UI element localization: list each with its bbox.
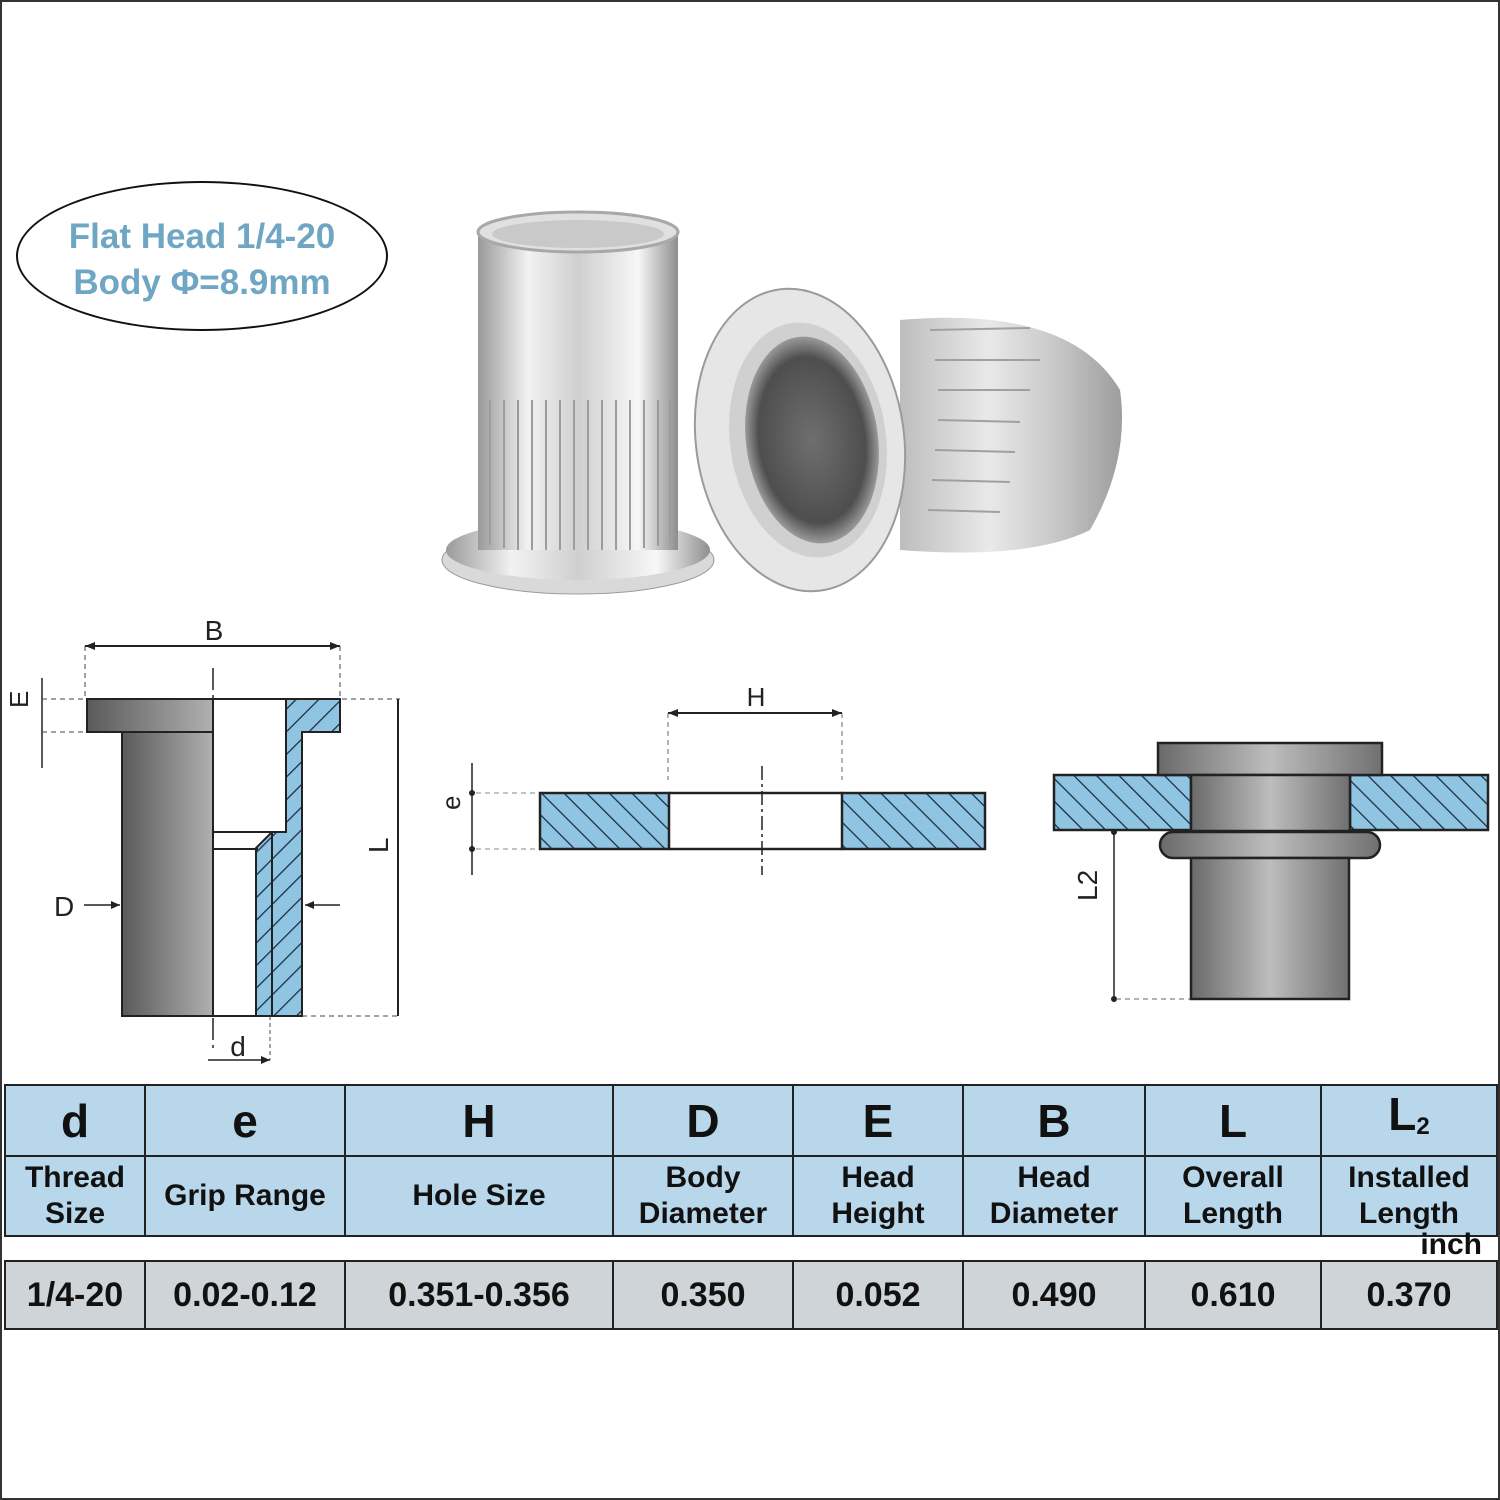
col-hole-size: Hole Size [344, 1155, 614, 1237]
value-body-diameter: 0.350 [612, 1260, 794, 1330]
symbol-d: d [4, 1084, 146, 1157]
value-head-diameter: 0.490 [962, 1260, 1146, 1330]
callout-title: Flat Head 1/4-20 [68, 217, 336, 256]
label-L: L [363, 837, 394, 853]
rivet-nut-standing [441, 210, 715, 595]
value-installed-length: 0.370 [1320, 1260, 1498, 1330]
symbol-E: E [792, 1084, 964, 1157]
value-head-height: 0.052 [792, 1260, 964, 1330]
symbol-L2-subscript: 2 [1416, 1113, 1430, 1140]
label-d: d [230, 1031, 246, 1062]
label-L2: L2 [1072, 870, 1103, 901]
symbol-B: B [962, 1084, 1146, 1157]
callout-body-diameter: Body Φ=8.9mm [73, 263, 331, 302]
symbol-L: L [1144, 1084, 1322, 1157]
installed-diagram: L2 [1052, 741, 1490, 1002]
product-callout: Flat Head 1/4-20 Body Φ=8.9mm [16, 181, 388, 331]
label-H: H [747, 682, 766, 712]
value-hole-size: 0.351-0.356 [344, 1260, 614, 1330]
symbol-H: H [344, 1084, 614, 1157]
col-grip-range: Grip Range [144, 1155, 346, 1237]
col-thread-size: Thread Size [4, 1155, 146, 1237]
value-overall-length: 0.610 [1144, 1260, 1322, 1330]
spec-table-values: 1/4-20 0.02-0.12 0.351-0.356 0.350 0.052… [4, 1260, 1498, 1330]
symbol-L2: L2 [1320, 1084, 1498, 1157]
value-grip-range: 0.02-0.12 [144, 1260, 346, 1330]
value-thread-size: 1/4-20 [4, 1260, 146, 1330]
symbol-L2-main: L [1388, 1088, 1417, 1140]
unit-label: inch [1420, 1228, 1482, 1261]
col-head-diameter: Head Diameter [962, 1155, 1146, 1237]
symbol-e: e [144, 1084, 346, 1157]
symbol-row: d e H D E B L L2 [4, 1084, 1498, 1157]
hole-diagram: H e [440, 682, 987, 875]
cross-section-diagram: B E L D d [4, 615, 400, 1064]
label-B: B [205, 615, 224, 646]
label-E: E [4, 691, 34, 708]
col-head-height: Head Height [792, 1155, 964, 1237]
product-photo [441, 210, 1122, 595]
col-installed-length: Installed Length [1320, 1155, 1498, 1237]
label-e: e [440, 796, 466, 810]
symbol-D: D [612, 1084, 794, 1157]
spec-table-header: d e H D E B L L2 Thread Size Grip Range … [4, 1084, 1498, 1237]
table-row: 1/4-20 0.02-0.12 0.351-0.356 0.350 0.052… [4, 1260, 1498, 1330]
label-D: D [54, 891, 74, 922]
label-row: Thread Size Grip Range Hole Size Body Di… [4, 1155, 1498, 1237]
col-overall-length: Overall Length [1144, 1155, 1322, 1237]
rivet-nut-tilted [693, 287, 1122, 593]
col-body-diameter: Body Diameter [612, 1155, 794, 1237]
